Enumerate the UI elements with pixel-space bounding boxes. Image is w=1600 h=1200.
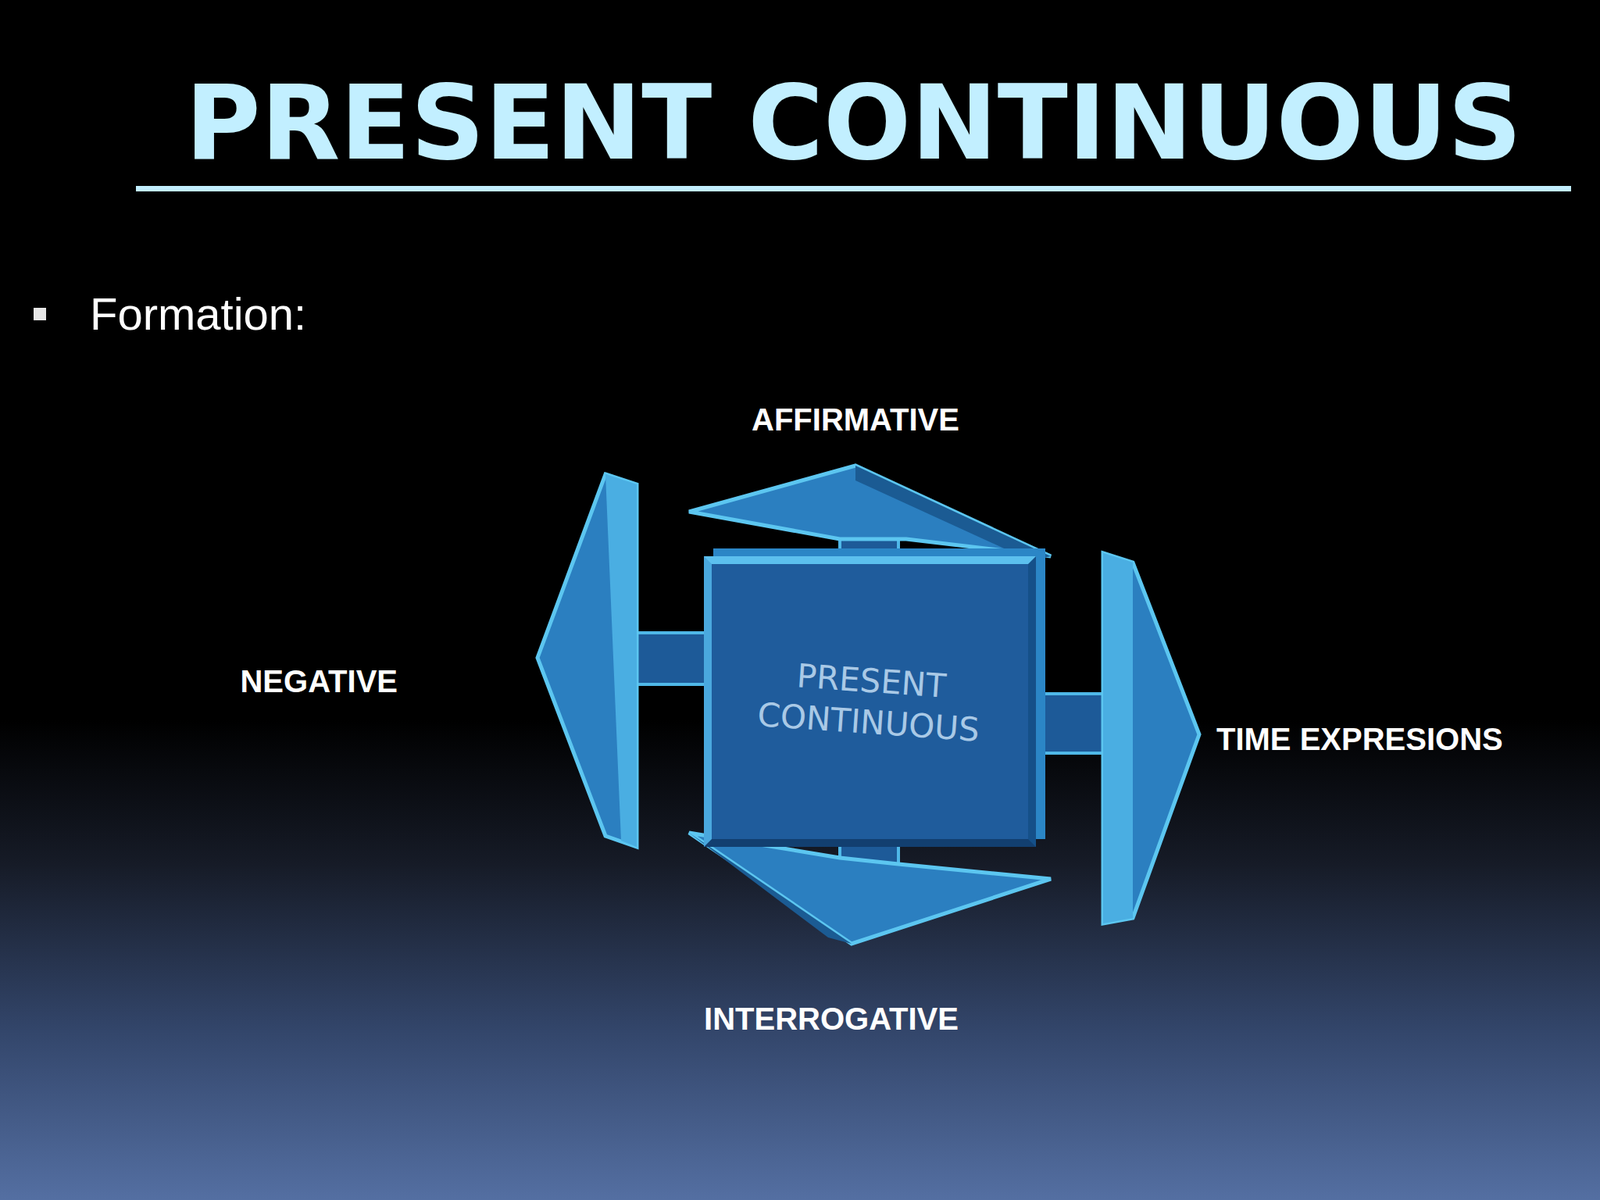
box-content: PRESENT CONTINUOUS [735,660,1005,743]
down-arrow [689,832,1051,944]
direction-label: TIME EXPRESIONS [1216,720,1504,758]
up-arrow [689,465,1051,563]
center-box: PRESENT CONTINUOUS [703,556,1036,847]
direction-label: INTERROGATIVE [703,1000,959,1038]
slide-title: PRESENT CONTINUOUS [135,60,1572,192]
direction-label: AFFIRMATIVE [751,400,960,439]
left-arrow [537,474,711,847]
right-arrow [1029,553,1200,924]
bullet-square [33,307,47,321]
direction-label: NEGATIVE [239,662,398,700]
box-text: PRESENT CONTINUOUS [732,651,1008,753]
bullet-text: Formation: [89,286,307,342]
